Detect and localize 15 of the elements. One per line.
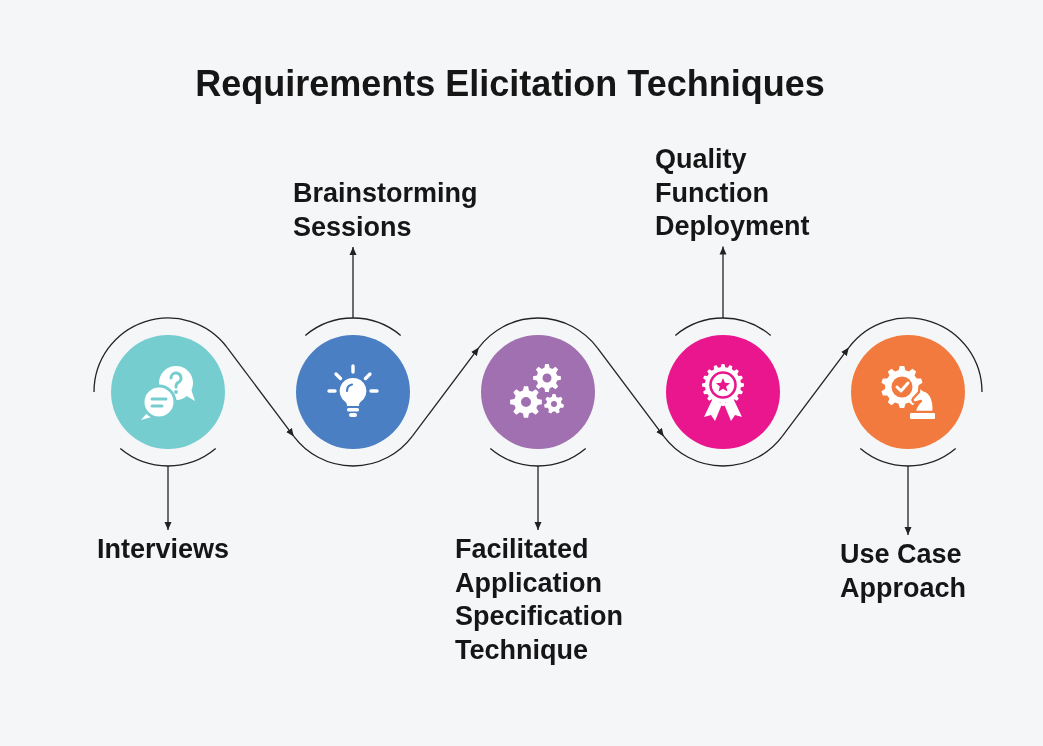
arrow [904,465,912,536]
arrow [719,245,727,319]
technique-label: Facilitated Application Specification Technique [455,533,626,667]
technique-label: Quality Function Deployment [655,143,812,244]
arrow [164,465,172,531]
technique-label: Use Case Approach [840,538,969,605]
technique-label: Brainstorming Sessions [293,177,480,244]
technique-label: Interviews [97,533,232,567]
diagram-title: Requirements Elicitation Techniques [195,62,825,106]
arrow [411,346,480,438]
arrow [349,246,357,319]
arrow [534,465,542,531]
arrow [781,346,850,438]
arrow [596,346,665,438]
arrow [226,346,295,438]
